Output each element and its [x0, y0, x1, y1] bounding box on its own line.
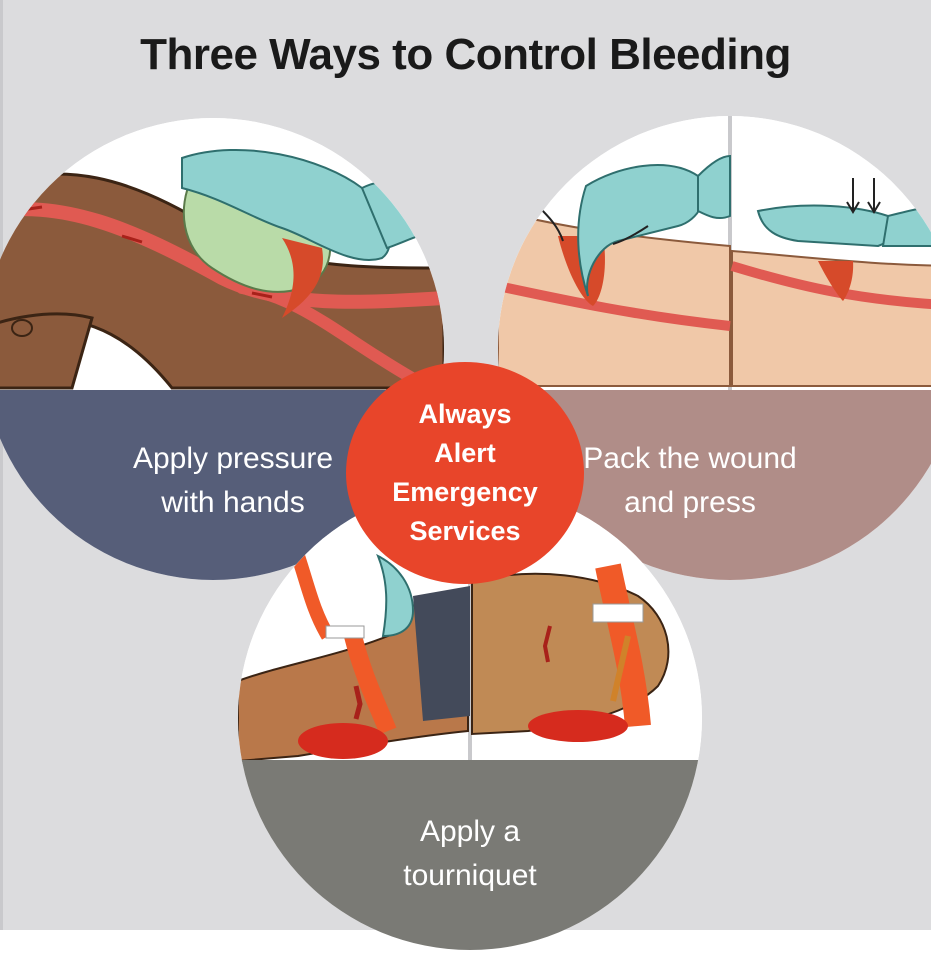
- pack-wound-illustration: [498, 116, 931, 396]
- method-pressure-hands: Apply pressure with hands: [0, 118, 444, 580]
- tourniquet-label: Apply a tourniquet: [403, 815, 537, 892]
- page-title: Three Ways to Control Bleeding: [140, 30, 791, 79]
- pressure-hands-illustration: [0, 118, 444, 398]
- alert-emergency-label: Always Alert Emergency Services: [392, 399, 538, 546]
- pressure-hands-label: Apply pressure with hands: [132, 442, 334, 519]
- tourniquet-band: Apply a tourniquet: [238, 760, 702, 950]
- center-alert-circle: Always Alert Emergency Services: [346, 362, 584, 584]
